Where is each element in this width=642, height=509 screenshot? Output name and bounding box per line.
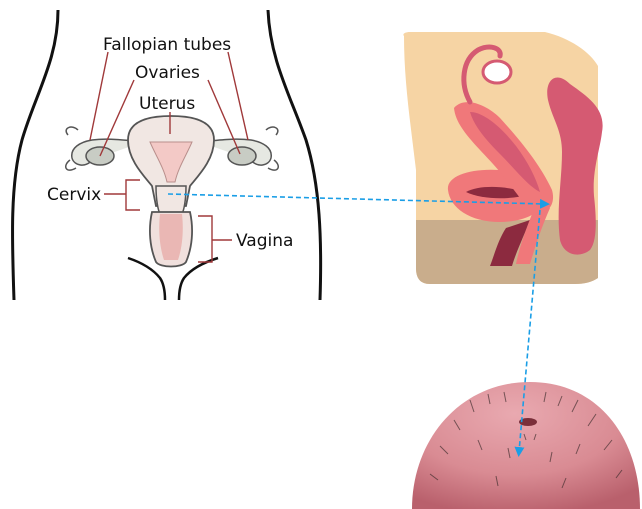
bracket-cervix <box>104 180 140 210</box>
leader-fallopian-left <box>90 52 108 140</box>
cervix-shape <box>156 186 186 214</box>
cervix-closeup <box>412 382 640 509</box>
frontal-view: Fallopian tubes Ovaries Uterus Cervix Va… <box>12 10 320 300</box>
body-outline-right <box>268 10 321 300</box>
body-outline-left <box>12 10 58 300</box>
label-ovaries: Ovaries <box>135 63 200 83</box>
ovary-right <box>228 147 256 165</box>
ovary-sagittal <box>483 61 511 83</box>
vaginal-canal <box>159 214 183 260</box>
label-cervix: Cervix <box>47 185 101 205</box>
bracket-vagina <box>198 216 232 262</box>
label-vagina: Vagina <box>236 231 293 251</box>
sagittal-view <box>403 32 602 284</box>
label-fallopian-tubes: Fallopian tubes <box>103 35 231 55</box>
label-uterus: Uterus <box>139 94 195 114</box>
leader-fallopian-right <box>228 52 248 140</box>
cervix-dome <box>412 382 640 509</box>
